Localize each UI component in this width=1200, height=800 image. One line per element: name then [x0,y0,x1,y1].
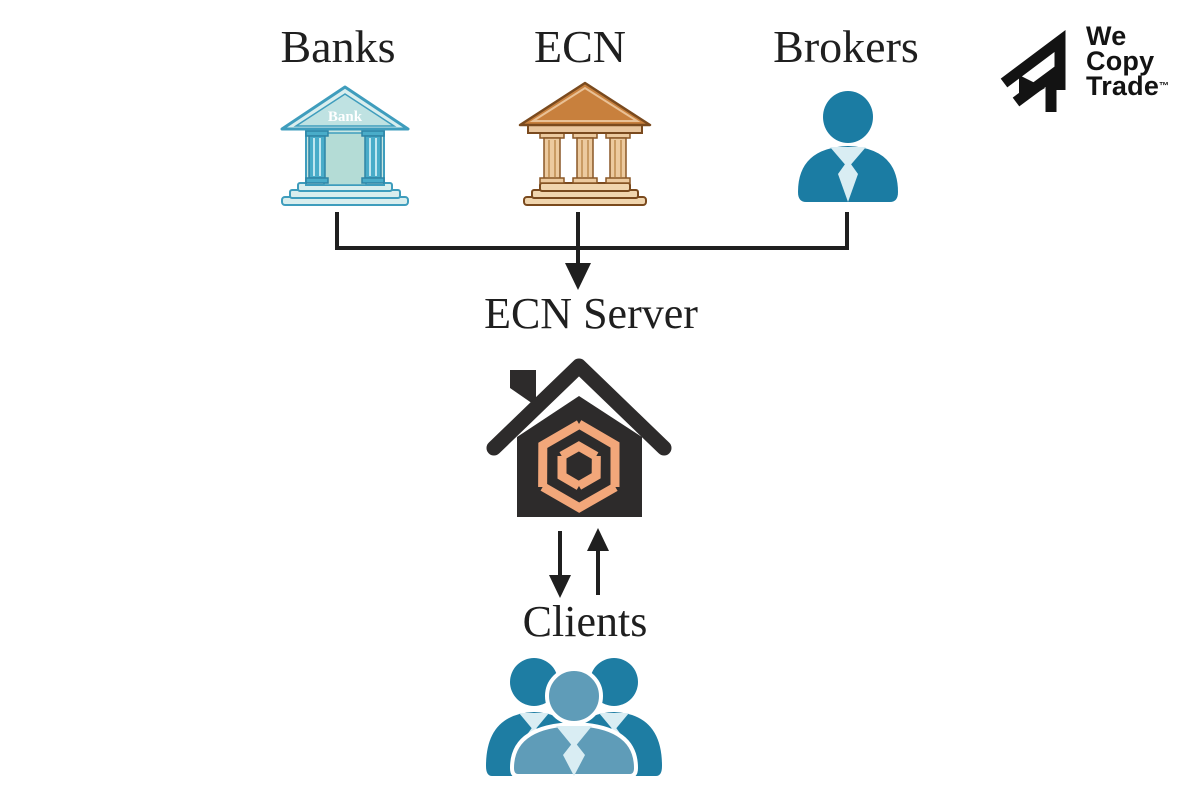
banks-label: Banks [280,21,396,72]
wecopytrade-logo-icon [1000,30,1066,112]
trademark-symbol: ™ [1159,81,1170,92]
logo-line-3: Trade™ [1086,71,1170,101]
clients-label: Clients [522,597,648,646]
broker-person-icon [798,91,898,202]
arrowhead-to-server-up [587,528,609,551]
ecn-emblem [538,420,620,513]
bank-right-column [361,130,385,184]
arrowhead-to-clients [549,575,571,598]
clients-group-icon [486,658,662,776]
arrowhead-to-server [565,263,591,290]
bank-sign-text: Bank [328,109,363,125]
wecopytrade-logo: We Copy Trade™ [1000,22,1190,112]
ecn-server-house-icon [486,358,672,517]
logo-line-2: Copy [1086,46,1155,76]
ecn-label: ECN [534,21,626,72]
ecn-server-label: ECN Server [484,289,698,338]
house-roof [486,358,672,456]
client-front [509,667,639,776]
wecopytrade-logo-text: We Copy Trade™ [1086,21,1170,101]
brokers-label: Brokers [773,21,919,72]
ecn-building-icon [518,81,652,206]
bank-building-icon: Bank [280,85,410,206]
house-chimney [510,370,536,406]
ecn-columns [539,132,631,184]
logo-line-1: We [1086,21,1127,51]
bank-left-column [305,130,329,184]
